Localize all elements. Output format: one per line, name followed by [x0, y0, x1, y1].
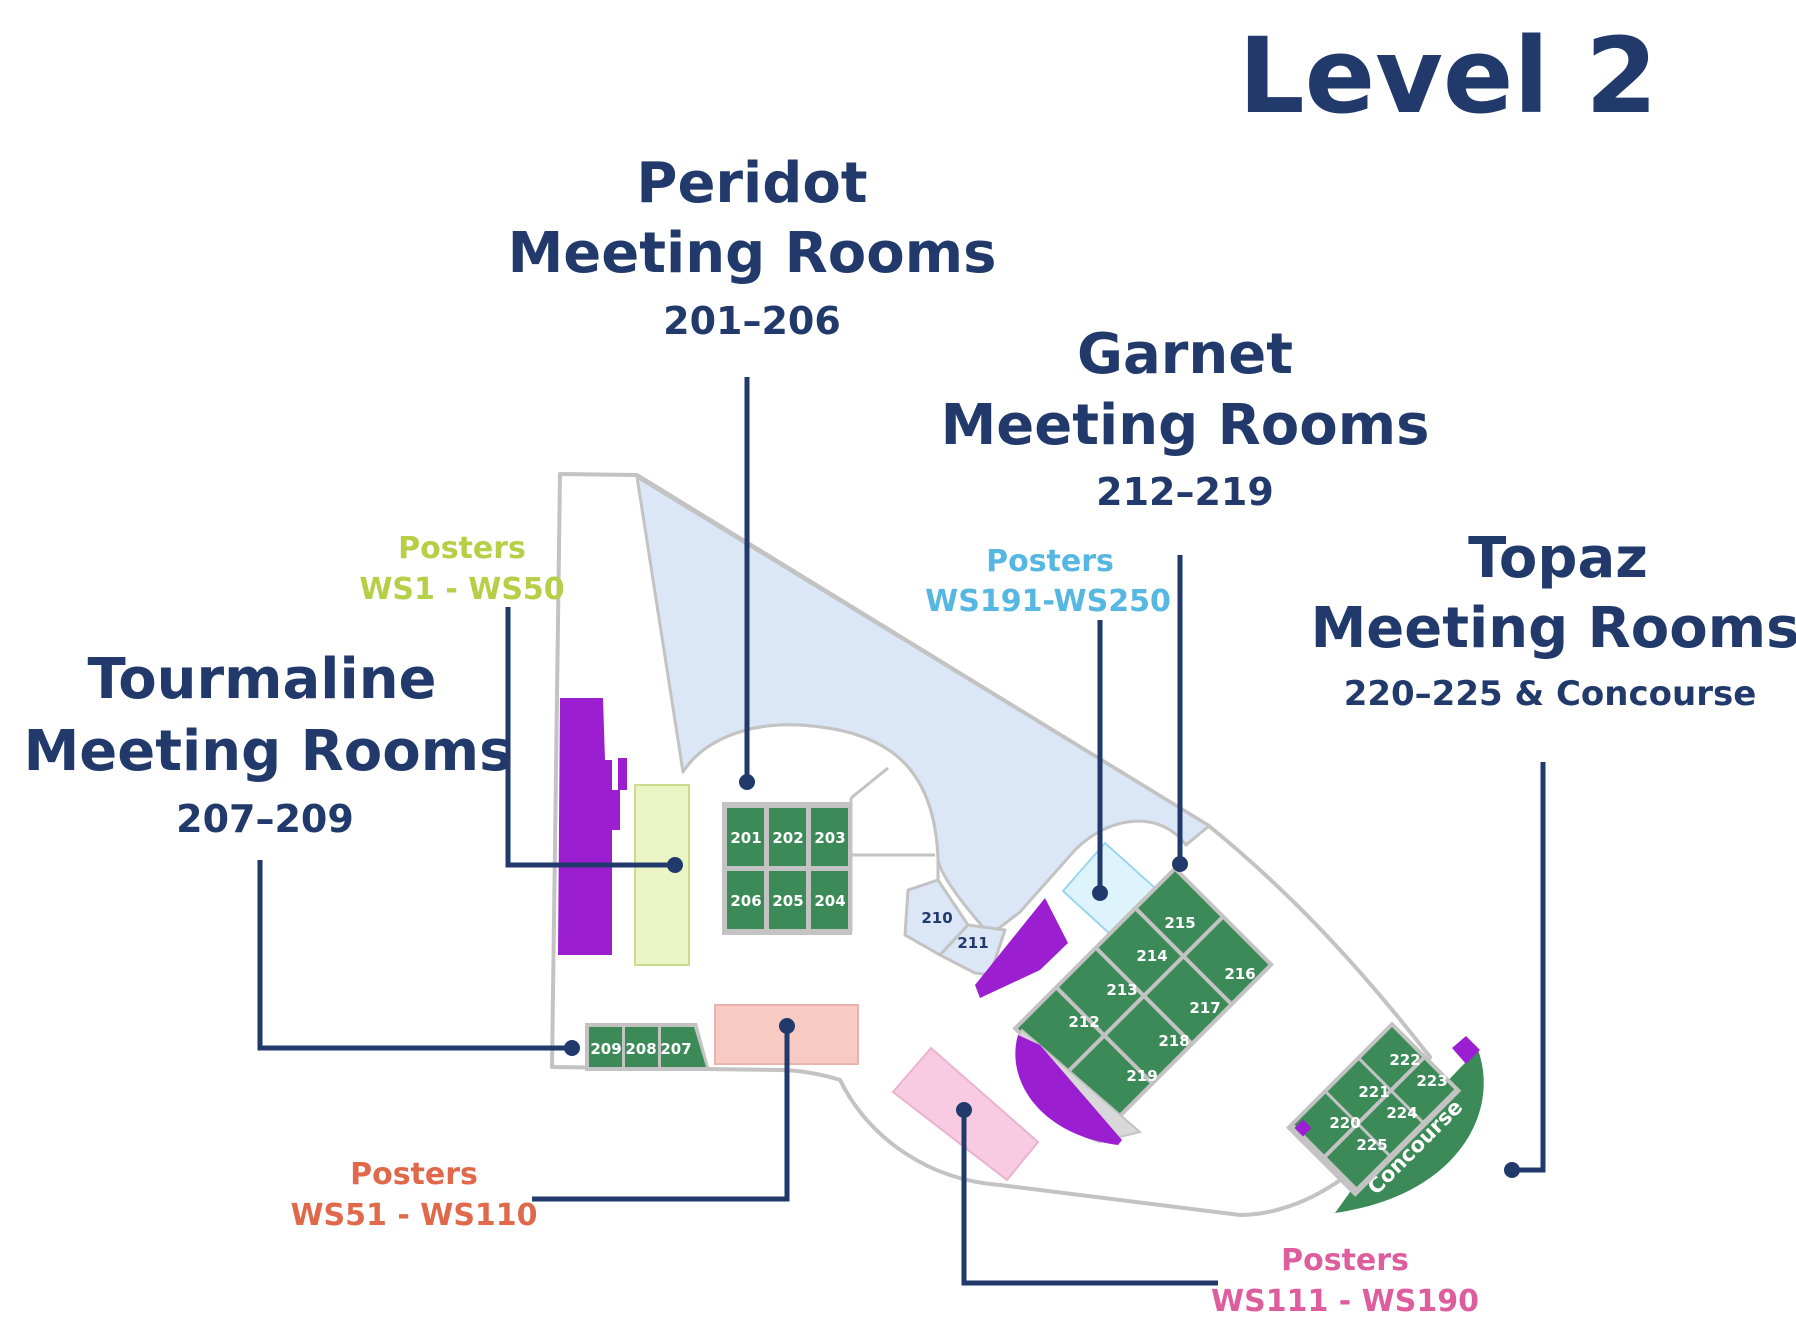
- garnet-title: Garnet: [1077, 322, 1293, 387]
- leader-dots: [564, 774, 1520, 1178]
- posters-ws191-range: WS191-WS250: [925, 584, 1171, 619]
- room-220[interactable]: [1294, 1093, 1356, 1155]
- room-215[interactable]: [1138, 871, 1221, 954]
- garnet-hall-purple[interactable]: [1015, 1035, 1122, 1145]
- purple-block-topaz: [1452, 1036, 1480, 1064]
- topaz-rooms: [1285, 1021, 1462, 1197]
- room-205[interactable]: [769, 871, 806, 929]
- ws1-leader: [505, 607, 675, 868]
- topaz-leader: [1512, 762, 1546, 1173]
- room-202-label: 202: [772, 829, 803, 847]
- ws51-leader: [532, 1026, 790, 1202]
- room-223-label: 223: [1416, 1072, 1447, 1090]
- rotunda-outline: [681, 723, 940, 880]
- room-212[interactable]: [1018, 990, 1102, 1074]
- topaz-subtitle: Meeting Rooms: [1311, 596, 1796, 661]
- room-217[interactable]: [1146, 959, 1229, 1042]
- page-title: Level 2: [1238, 15, 1657, 137]
- room-224[interactable]: [1360, 1092, 1421, 1154]
- room-220-label: 220: [1329, 1114, 1360, 1132]
- room-201-label: 201: [730, 829, 761, 847]
- posters-ws111-title: Posters: [1281, 1243, 1409, 1278]
- room-215-label: 215: [1164, 914, 1195, 932]
- room-204[interactable]: [811, 871, 848, 929]
- peridot-title: Peridot: [636, 151, 867, 216]
- purple-diamond: [1294, 1119, 1312, 1137]
- room-219[interactable]: [1066, 1038, 1150, 1122]
- room-216[interactable]: [1186, 919, 1269, 1002]
- posters-ws111-range: WS111 - WS190: [1211, 1284, 1479, 1319]
- room-221[interactable]: [1327, 1060, 1389, 1122]
- posters-ws51-range: WS51 - WS110: [290, 1198, 537, 1233]
- tourmaline-leader: [257, 860, 572, 1051]
- room-218[interactable]: [1107, 998, 1190, 1081]
- room-213-label: 213: [1106, 981, 1137, 999]
- posters-ws1-area[interactable]: [634, 784, 690, 966]
- room-203-label: 203: [814, 829, 845, 847]
- ws111-leader: [961, 1110, 1218, 1286]
- room-216-label: 216: [1224, 965, 1255, 983]
- room-207-label: 207: [660, 1040, 691, 1058]
- garnet-subtitle: Meeting Rooms: [941, 393, 1430, 458]
- room-213[interactable]: [1059, 950, 1142, 1033]
- posters-ws191-title: Posters: [986, 544, 1114, 579]
- room-206-label: 206: [730, 892, 761, 910]
- room-211-label: 211: [957, 934, 988, 952]
- peridot-rooms: [722, 802, 852, 935]
- purple-block-small: [618, 758, 627, 790]
- room-211[interactable]: [938, 923, 1007, 977]
- leader-lines: [257, 377, 1546, 1286]
- room-204-label: 204: [814, 892, 845, 910]
- rotunda-divider: [850, 766, 889, 800]
- posters-ws51-title: Posters: [350, 1157, 478, 1192]
- tourmaline-range: 207–209: [176, 797, 354, 841]
- room-214-label: 214: [1136, 947, 1167, 965]
- room-208-label: 208: [625, 1040, 656, 1058]
- garnet-range: 212–219: [1096, 470, 1274, 514]
- room-202[interactable]: [769, 808, 806, 866]
- posters-ws1-range: WS1 - WS50: [359, 572, 564, 607]
- room-205-label: 205: [772, 892, 803, 910]
- room-214[interactable]: [1098, 910, 1181, 993]
- room-225-label: 225: [1356, 1136, 1387, 1154]
- room-209[interactable]: [589, 1027, 622, 1067]
- room-212-label: 212: [1068, 1013, 1099, 1031]
- room-207[interactable]: [661, 1027, 706, 1067]
- topaz-range: 220–225 & Concourse: [1344, 674, 1757, 714]
- room-208[interactable]: [625, 1027, 658, 1067]
- room-221-label: 221: [1358, 1083, 1389, 1101]
- tourmaline-rooms: [585, 1023, 710, 1071]
- purple-block-garnet: [975, 898, 1068, 998]
- room-223[interactable]: [1393, 1059, 1455, 1121]
- posters-ws1-title: Posters: [398, 531, 526, 566]
- room-206[interactable]: [727, 871, 764, 929]
- topaz-title: Topaz: [1468, 526, 1648, 591]
- purple-block-tourmaline: [558, 698, 620, 955]
- room-222[interactable]: [1360, 1027, 1422, 1088]
- garnet-rooms: [1012, 865, 1274, 1128]
- room-218-label: 218: [1158, 1032, 1189, 1050]
- tourmaline-subtitle: Meeting Rooms: [24, 719, 513, 784]
- peridot-range: 201–206: [663, 299, 841, 343]
- room-225[interactable]: [1326, 1126, 1388, 1187]
- room-203[interactable]: [811, 808, 848, 866]
- room-224-label: 224: [1386, 1104, 1417, 1122]
- room-210-label: 210: [921, 909, 952, 927]
- room-209-label: 209: [590, 1040, 621, 1058]
- tourmaline-title: Tourmaline: [87, 647, 436, 712]
- room-201[interactable]: [727, 808, 764, 866]
- room-219-label: 219: [1126, 1067, 1157, 1085]
- room-222-label: 222: [1389, 1051, 1420, 1069]
- peridot-subtitle: Meeting Rooms: [508, 221, 997, 286]
- rotunda: [720, 790, 939, 933]
- room-217-label: 217: [1189, 999, 1220, 1017]
